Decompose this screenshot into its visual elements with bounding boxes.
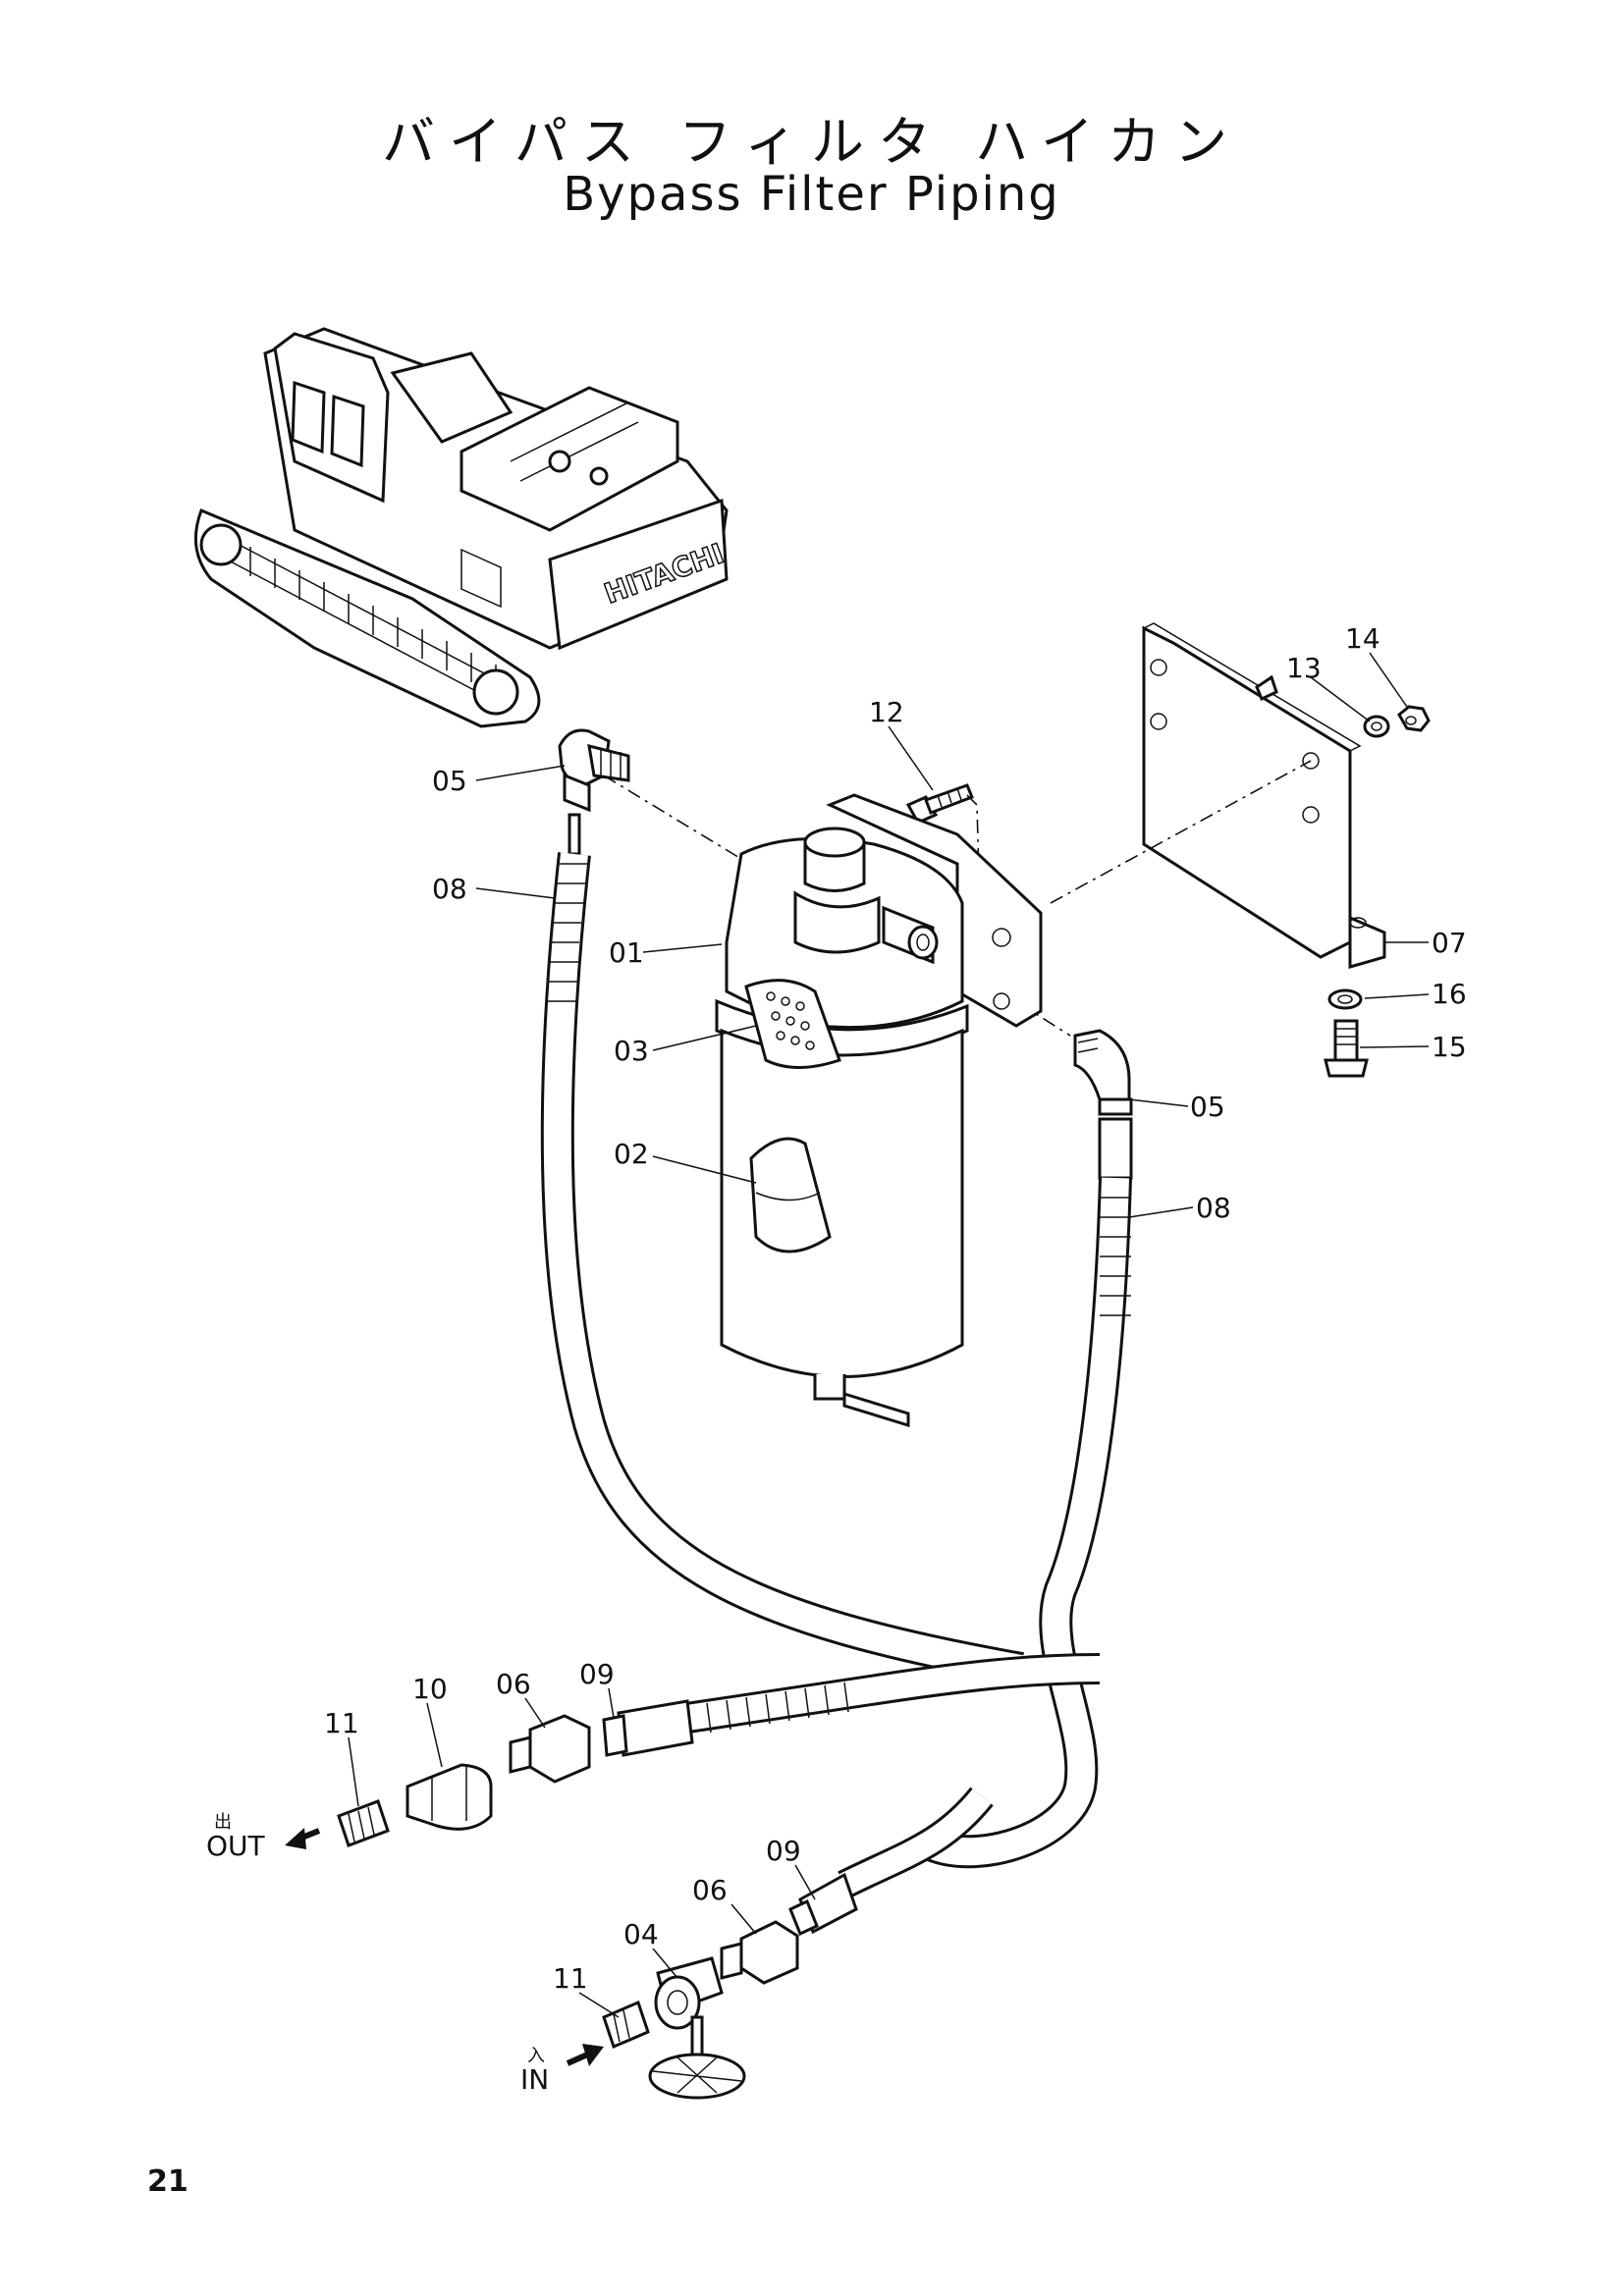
hose-08-right xyxy=(926,1117,1133,1869)
label-08-left: 08 xyxy=(432,873,467,905)
label-15: 15 xyxy=(1432,1031,1467,1063)
label-13: 13 xyxy=(1286,652,1322,684)
nipple-11-lower xyxy=(602,2000,650,2050)
out-label-jp: 出 xyxy=(214,1812,232,1833)
bracket-plate xyxy=(1142,622,1386,969)
label-06-lower: 06 xyxy=(692,1874,728,1906)
hose-09-upper xyxy=(602,1653,1101,1757)
label-09-lower: 09 xyxy=(766,1835,801,1867)
label-04: 04 xyxy=(623,1918,659,1950)
out-arrow xyxy=(285,1828,321,1849)
bolt-12 xyxy=(905,783,974,825)
label-02: 02 xyxy=(614,1138,649,1170)
washer-13 xyxy=(1363,715,1390,738)
nipple-11-upper xyxy=(337,1799,390,1847)
label-09-upper: 09 xyxy=(579,1658,615,1690)
title-japanese: バイパス フィルタ ハイカン xyxy=(381,111,1242,173)
elbow-05-upper xyxy=(558,728,630,813)
leader-lines xyxy=(348,652,1430,2018)
check-valve-10 xyxy=(406,1763,493,1831)
in-label: IN xyxy=(520,2063,549,2096)
label-06-upper: 06 xyxy=(496,1668,531,1700)
label-14: 14 xyxy=(1345,622,1380,655)
gate-valve-04 xyxy=(648,1956,746,2100)
label-11-upper: 11 xyxy=(324,1707,359,1739)
elbow-05-lower xyxy=(1073,1029,1133,1116)
in-label-jp: 入 xyxy=(527,2046,545,2066)
out-label: OUT xyxy=(206,1830,266,1862)
adapter-06-lower xyxy=(720,1920,799,1985)
label-12: 12 xyxy=(869,696,904,728)
label-11-lower: 11 xyxy=(553,1962,588,1995)
centerline-3 xyxy=(1050,760,1312,904)
label-10: 10 xyxy=(412,1673,448,1705)
adapter-06-upper xyxy=(509,1714,591,1784)
title-english: Bypass Filter Piping xyxy=(563,167,1060,222)
in-arrow xyxy=(566,2044,604,2066)
label-01: 01 xyxy=(609,936,644,969)
washer-16 xyxy=(1327,988,1363,1010)
label-05-upper: 05 xyxy=(432,765,467,797)
nut-14 xyxy=(1397,705,1431,732)
hose-08-left xyxy=(540,813,1024,1685)
label-16: 16 xyxy=(1432,978,1467,1010)
label-03: 03 xyxy=(614,1035,649,1067)
label-05-lower: 05 xyxy=(1190,1091,1225,1123)
label-07: 07 xyxy=(1432,927,1467,959)
centerline-1 xyxy=(603,774,742,860)
excavator-illustration: HITACHI xyxy=(193,327,729,728)
filter-assembly xyxy=(715,793,1043,1428)
hose-09-lower xyxy=(788,1787,994,1937)
label-08-right: 08 xyxy=(1196,1192,1231,1224)
page-number: 21 xyxy=(147,2164,189,2199)
bolt-15 xyxy=(1324,1019,1369,1078)
